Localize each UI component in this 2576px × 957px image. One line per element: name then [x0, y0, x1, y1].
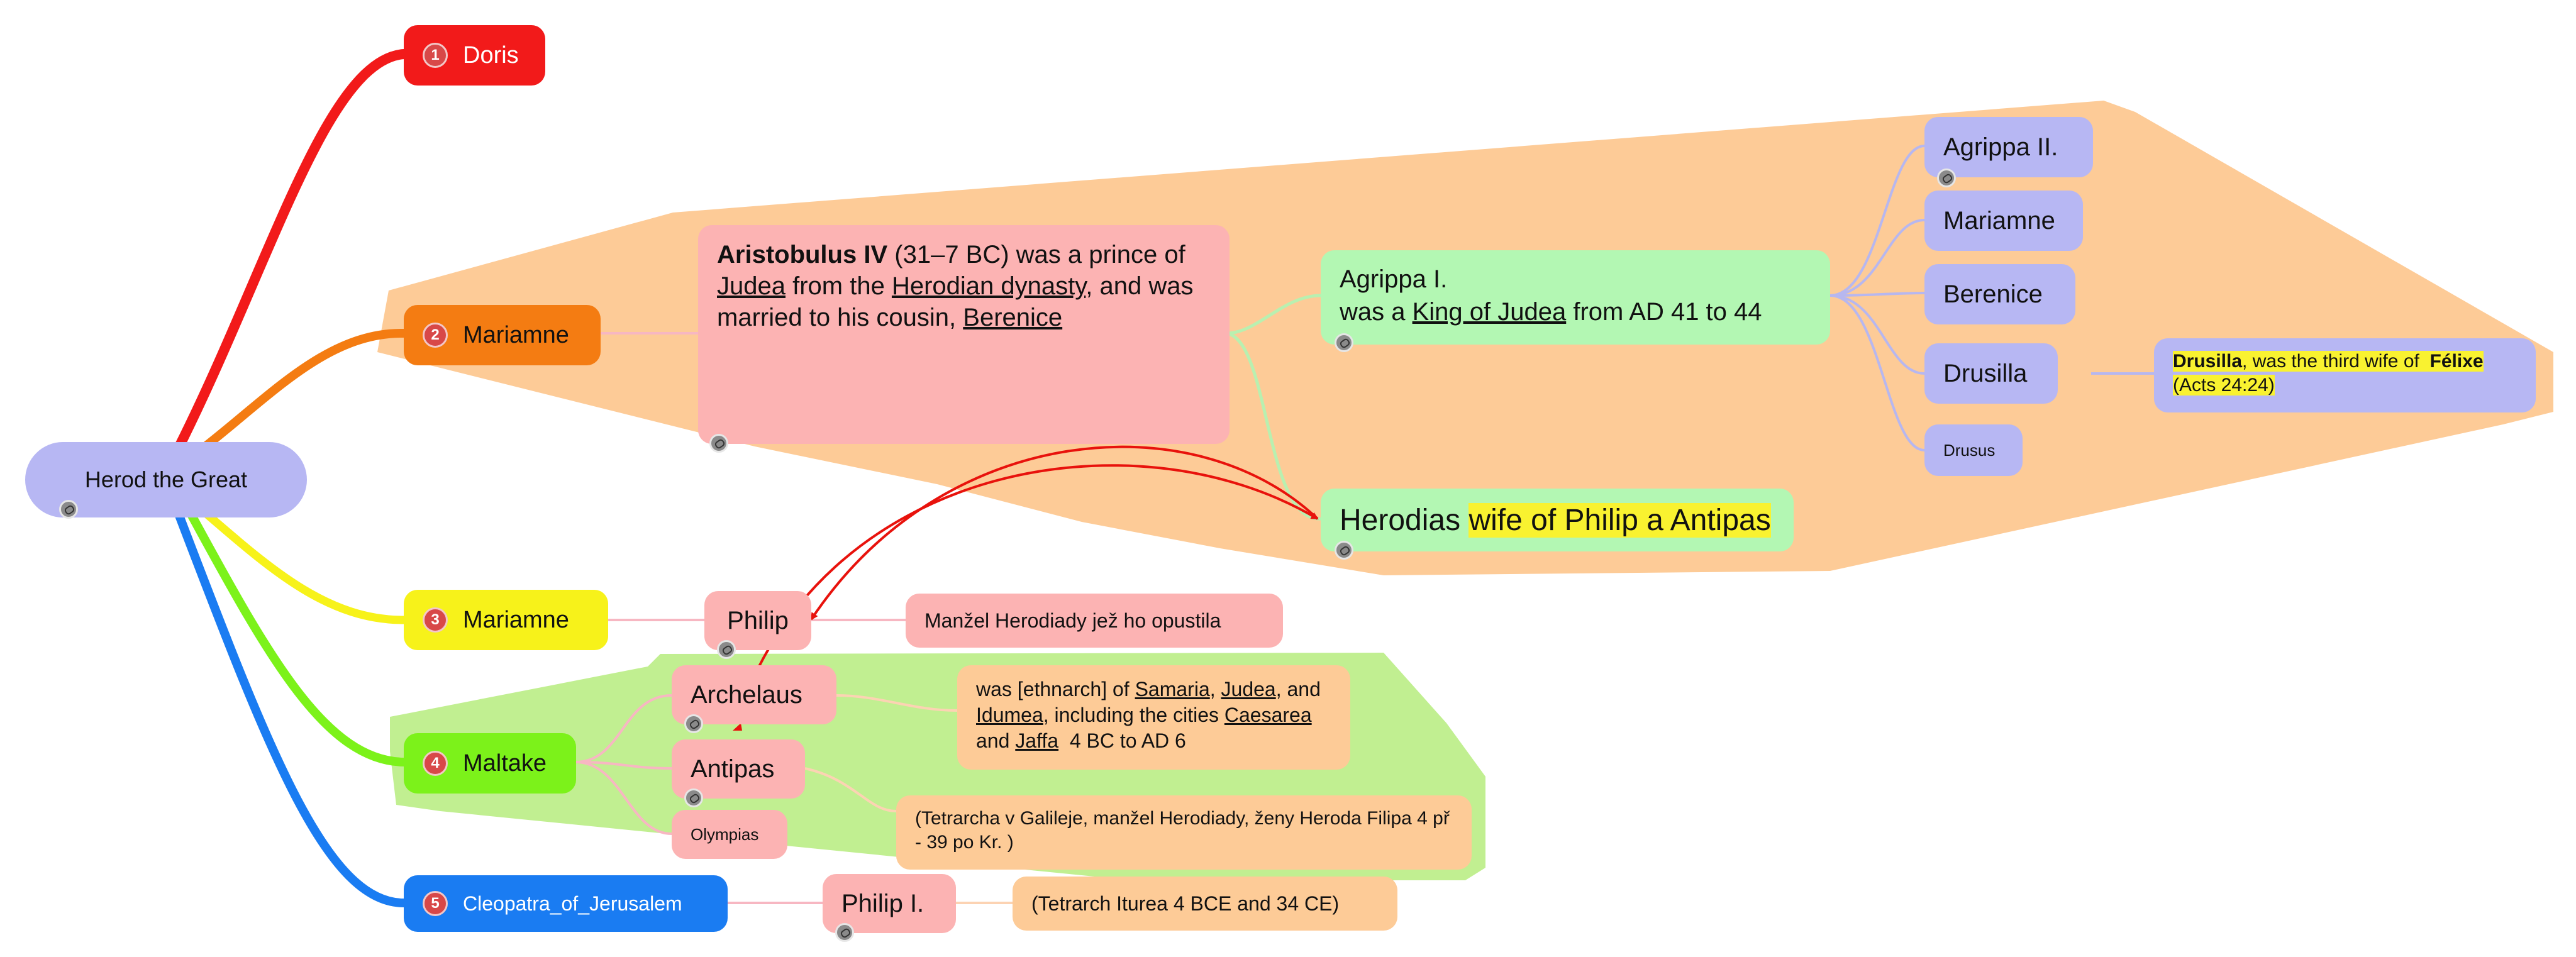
branch-maltake [187, 511, 408, 766]
drusilla-note-text: Drusilla, was the third wife of Félixe (… [2173, 350, 2484, 397]
olympias-node[interactable]: Olympias [672, 810, 787, 859]
wife-node-mariamne-3[interactable]: 3 Mariamne [404, 590, 608, 650]
child-node-drusus[interactable]: Drusus [1924, 424, 2023, 476]
philip-i-note[interactable]: (Tetrarch Iturea 4 BCE and 34 CE) [1013, 877, 1397, 931]
child-label: Mariamne [1943, 206, 2055, 235]
wife-node-mariamne-2[interactable]: 2 Mariamne [404, 305, 601, 365]
link-king-of-judea[interactable]: King of Judea [1412, 298, 1567, 326]
archelaus-label: Archelaus [691, 680, 802, 709]
herodias-highlight: wife of Philip a Antipas [1468, 502, 1771, 538]
wife-label: Maltake [463, 750, 547, 777]
number-badge: 4 [423, 751, 448, 776]
drusilla-reference: (Acts 24:24) [2173, 375, 2275, 396]
philip-node[interactable]: Philip [704, 591, 811, 650]
link-icon[interactable] [684, 714, 703, 733]
link-samaria[interactable]: Samaria [1135, 678, 1210, 700]
philip-i-label: Philip I. [841, 889, 924, 917]
wife-label: Mariamne [463, 321, 569, 348]
drusilla-highlight: Drusilla, was the third wife of Félixe [2173, 351, 2484, 372]
link-idumea[interactable]: Idumea [976, 704, 1043, 726]
child-node-mariamne[interactable]: Mariamne [1924, 191, 2083, 251]
relation-arrow-herodias-philip [810, 445, 1319, 621]
child-node-agrippa-ii[interactable]: Agrippa II. [1924, 117, 2093, 177]
child-node-berenice[interactable]: Berenice [1924, 264, 2075, 324]
link-icon[interactable] [1335, 333, 1353, 352]
link-icon[interactable] [684, 788, 703, 807]
link-caesarea[interactable]: Caesarea [1224, 704, 1312, 726]
wife-label: Cleopatra_of_Jerusalem [463, 892, 682, 915]
text-run: from AD 41 to 44 [1566, 298, 1762, 326]
text-run: , was the third wife of [2242, 351, 2425, 372]
text-run: (31–7 BC) was a prince of [887, 241, 1185, 268]
child-node-drusilla[interactable]: Drusilla [1924, 343, 2058, 404]
drusilla-name: Drusilla [2173, 351, 2243, 372]
philip-note-text: Manžel Herodiady jež ho opustila [924, 609, 1221, 632]
herodias-name: Herodias [1340, 503, 1469, 537]
branch-doris [174, 49, 409, 451]
olympias-label: Olympias [691, 824, 759, 844]
agrippa-i-text: Agrippa I. was a King of Judea from AD 4… [1340, 263, 1762, 328]
aristobulus-text: Aristobulus IV (31–7 BC) was a prince of… [717, 239, 1211, 333]
felix-name: Félixe [2424, 351, 2484, 372]
antipas-note[interactable]: (Tetrarcha v Galileje, manžel Herodiady,… [896, 795, 1472, 870]
philip-note[interactable]: Manžel Herodiady jež ho opustila [906, 594, 1283, 648]
archelaus-note-text: was [ethnarch] of Samaria, Judea, and Id… [976, 677, 1331, 754]
text-run: , [1209, 678, 1221, 700]
wife-node-maltake[interactable]: 4 Maltake [404, 733, 576, 794]
text-run: , and was married to his cousin, [717, 272, 1194, 331]
number-badge: 3 [423, 607, 448, 633]
number-badge: 1 [423, 43, 448, 68]
child-label: Drusilla [1943, 359, 2028, 387]
child-label: Agrippa II. [1943, 133, 2058, 161]
drusilla-note[interactable]: Drusilla, was the third wife of Félixe (… [2154, 338, 2536, 412]
link-icon[interactable] [835, 923, 854, 942]
link-jaffa[interactable]: Jaffa [1015, 729, 1059, 752]
link-judea[interactable]: Judea [1221, 678, 1276, 700]
text-run: was [ethnarch] of [976, 678, 1135, 700]
root-label: Herod the Great [84, 467, 248, 492]
link-berenice[interactable]: Berenice [963, 304, 1063, 331]
text-run: was a [1340, 298, 1413, 326]
branch-cleopatra [175, 511, 408, 907]
archelaus-node[interactable]: Archelaus [672, 665, 836, 724]
text-run: and [976, 729, 1016, 752]
text-run: , including the cities [1043, 704, 1224, 726]
number-badge: 2 [423, 323, 448, 348]
text-run: 4 BC to AD 6 [1058, 729, 1186, 752]
link-icon[interactable] [709, 434, 728, 453]
wife-node-cleopatra[interactable]: 5 Cleopatra_of_Jerusalem [404, 875, 728, 932]
child-label: Drusus [1943, 440, 1996, 460]
herodias-node[interactable]: Herodias wife of Philip a Antipas [1321, 489, 1794, 551]
text-run: , and [1275, 678, 1321, 700]
link-icon[interactable] [717, 640, 736, 659]
wife-label: Mariamne [463, 606, 569, 633]
agrippa-i-node[interactable]: Agrippa I. was a King of Judea from AD 4… [1321, 250, 1830, 345]
antipas-label: Antipas [691, 755, 775, 783]
branch-mariamne-2 [197, 328, 408, 454]
link-judea[interactable]: Judea [717, 272, 786, 300]
aristobulus-node[interactable]: Aristobulus IV (31–7 BC) was a prince of… [698, 225, 1230, 444]
link-icon[interactable] [1335, 541, 1353, 560]
link-herodian-dynasty[interactable]: Herodian dynasty [891, 272, 1086, 300]
link-icon[interactable] [59, 500, 78, 519]
branch-mariamne-3 [197, 505, 408, 624]
philip-label: Philip [727, 606, 789, 634]
wife-label: Doris [463, 41, 519, 69]
number-badge: 5 [423, 891, 448, 916]
archelaus-note[interactable]: was [ethnarch] of Samaria, Judea, and Id… [957, 665, 1350, 770]
philip-i-note-text: (Tetrarch Iturea 4 BCE and 34 CE) [1031, 892, 1340, 915]
text-run: from the [785, 272, 892, 300]
wife-node-doris[interactable]: 1 Doris [404, 25, 545, 86]
link-icon[interactable] [1937, 169, 1956, 187]
child-label: Berenice [1943, 280, 2043, 308]
agrippa-i-title: Agrippa I. [1340, 265, 1448, 293]
aristobulus-name: Aristobulus IV [717, 241, 888, 268]
antipas-note-text: (Tetrarcha v Galileje, manžel Herodiady,… [915, 808, 1450, 853]
